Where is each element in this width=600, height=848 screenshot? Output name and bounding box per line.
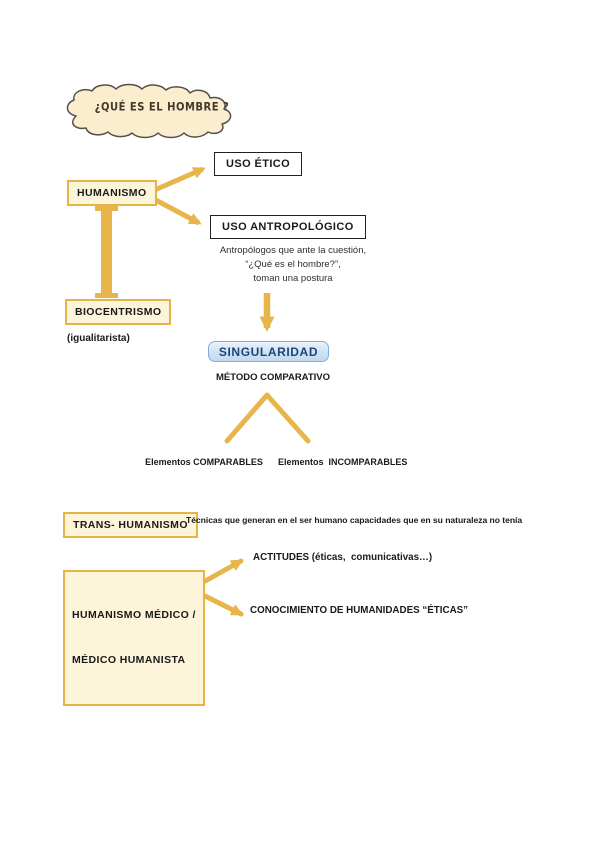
- connector-humanismo-biocentrismo: [95, 206, 118, 298]
- label-conocimiento: CONOCIMIENTO DE HUMANIDADES “ÉTICAS”: [250, 605, 469, 616]
- node-uso-antropologico: USO ANTROPOLÓGICO: [210, 215, 366, 239]
- trans-humanismo-note: Técnicas que generan en el ser humano ca…: [186, 515, 523, 525]
- arrow-humanismo-to-uso-etico: [149, 166, 206, 195]
- label-metodo-comparativo: MÉTODO COMPARATIVO: [216, 372, 330, 383]
- branch-metodo-comparativo: [224, 392, 311, 444]
- node-humanismo-medico: HUMANISMO MÉDICO / MÉDICO HUMANISTA: [63, 570, 205, 706]
- label-elementos-incomparables: Elementos INCOMPARABLES: [278, 457, 408, 467]
- cloud-shape: [66, 83, 232, 139]
- label-elementos-comparables: Elementos COMPARABLES: [145, 457, 263, 467]
- node-singularidad: SINGULARIDAD: [208, 341, 329, 362]
- title-cloud: ¿QUÉ ES EL HOMBRE ?: [62, 82, 262, 140]
- biocentrismo-note: (igualitarista): [67, 333, 130, 344]
- label-actitudes: ACTITUDES (éticas, comunicativas…): [253, 552, 433, 563]
- antropologos-note: Antropólogos que ante la cuestión, “¿Qué…: [219, 245, 367, 284]
- node-trans-humanismo: TRANS- HUMANISMO: [63, 512, 198, 538]
- node-humanismo: HUMANISMO: [67, 180, 157, 206]
- humanismo-medico-line1: HUMANISMO MÉDICO /: [72, 609, 196, 621]
- arrow-humanismo-to-uso-antropologico: [148, 194, 202, 226]
- node-uso-etico: USO ÉTICO: [214, 152, 303, 176]
- node-biocentrismo: BIOCENTRISMO: [65, 299, 172, 325]
- humanismo-medico-line2: MÉDICO HUMANISTA: [72, 654, 186, 666]
- page-title: ¿QUÉ ES EL HOMBRE ?: [94, 101, 230, 114]
